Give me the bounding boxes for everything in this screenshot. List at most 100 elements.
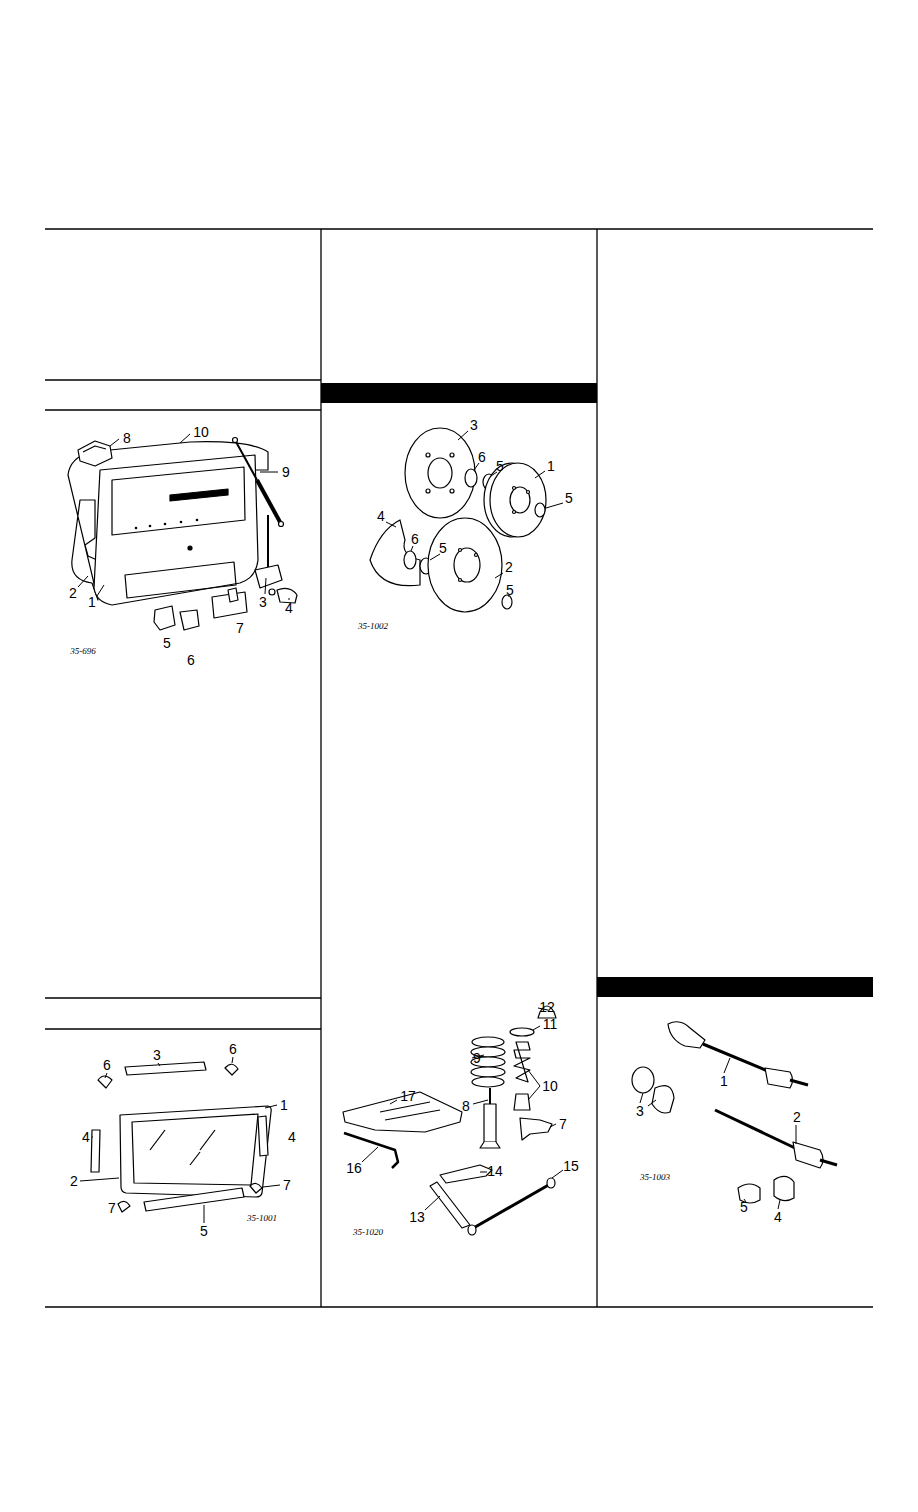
callout-number: 3	[470, 418, 478, 432]
window-drawing	[91, 1062, 271, 1212]
suspension-drawing	[514, 1094, 530, 1110]
callout-number: 4	[285, 601, 293, 615]
callout-number: 1	[280, 1098, 288, 1112]
brake-drawing	[370, 520, 420, 586]
callout-number: 6	[187, 653, 195, 667]
leader-line	[528, 1070, 540, 1086]
suspension-drawing	[472, 1077, 504, 1087]
suspension-drawing	[380, 1102, 430, 1112]
brake-drawing	[450, 489, 454, 493]
tailgate-drawing	[78, 441, 112, 466]
window-drawing	[118, 1201, 130, 1212]
leader-line	[533, 1026, 540, 1030]
driveshaft-drawing	[793, 1142, 823, 1168]
callout-number: 1	[720, 1074, 728, 1088]
suspension-drawing	[468, 1225, 476, 1235]
suspension-drawing	[471, 1067, 505, 1077]
callout-number: 5	[506, 583, 514, 597]
brake-drawing	[513, 487, 516, 490]
leader-line	[796, 1125, 797, 1144]
suspension-drawing	[440, 1165, 492, 1183]
tailgate-drawing	[180, 610, 199, 630]
driveshaft-drawing	[668, 1022, 705, 1048]
leader-line	[528, 1086, 540, 1100]
callout-number: 4	[288, 1130, 296, 1144]
leader-line	[474, 463, 479, 470]
tailgate-drawing	[267, 515, 269, 570]
suspension-drawing	[514, 1042, 530, 1082]
callout-number: 3	[259, 595, 267, 609]
callout-number: 2	[793, 1110, 801, 1124]
leader-line	[97, 585, 104, 596]
leader-line	[105, 1073, 107, 1078]
leader-line	[78, 434, 289, 600]
callout-number: 10	[193, 425, 209, 439]
window-drawing	[144, 1188, 244, 1211]
page-rules	[45, 997, 321, 998]
brake-drawing	[465, 469, 477, 487]
window-drawing	[250, 1183, 262, 1193]
leader-line	[552, 1170, 563, 1178]
leader-line	[158, 1063, 160, 1066]
page-rules	[45, 1028, 321, 1029]
leader-line	[80, 1178, 119, 1181]
figure-code: 35-1001	[247, 1214, 277, 1223]
callout-number: 5	[200, 1224, 208, 1238]
driveshaft-drawing	[765, 1068, 793, 1088]
suspension-drawing	[510, 1028, 534, 1036]
header-bar	[597, 977, 873, 997]
callout-number: 16	[346, 1161, 362, 1175]
tailgate-drawing	[279, 522, 284, 527]
figure-code: 35-1020	[353, 1228, 383, 1237]
suspension-drawing	[480, 1142, 500, 1148]
callout-number: 3	[636, 1104, 644, 1118]
callout-number: 7	[559, 1117, 567, 1131]
callout-number: 2	[505, 560, 513, 574]
brake-drawing	[426, 453, 430, 457]
leader-line	[78, 576, 88, 587]
brake-drawing	[428, 518, 502, 612]
callout-number: 8	[462, 1099, 470, 1113]
tailgate-drawing	[94, 455, 258, 605]
leader-line	[390, 1100, 397, 1104]
callout-number: 1	[88, 595, 96, 609]
driveshaft-drawing	[703, 1044, 770, 1072]
driveshaft-drawing	[774, 1176, 794, 1200]
driveshaft-drawing	[790, 1080, 808, 1085]
leader-line	[495, 573, 503, 578]
leader-line	[386, 431, 563, 596]
callout-number: 17	[400, 1089, 416, 1103]
driveshaft-drawing	[632, 1067, 654, 1093]
suspension-drawing	[489, 1088, 491, 1104]
callout-number: 2	[69, 586, 77, 600]
callout-number: 5	[565, 491, 573, 505]
window-drawing	[125, 1062, 206, 1075]
callout-number: 10	[542, 1079, 558, 1093]
tailgate-drawing	[154, 606, 175, 630]
leader-line	[386, 522, 396, 527]
tailgate-drawing	[125, 562, 236, 598]
brake-drawing	[510, 487, 530, 513]
callout-number: 6	[103, 1058, 111, 1072]
tailgate-drawing	[255, 565, 282, 588]
leader-line	[640, 1058, 796, 1209]
leader-line	[648, 1100, 656, 1106]
callout-number: 4	[774, 1210, 782, 1224]
suspension-drawing	[470, 1183, 552, 1230]
suspension-drawing	[343, 1006, 556, 1235]
callout-number: 13	[409, 1210, 425, 1224]
leader-line	[535, 471, 545, 478]
callout-number: 8	[123, 431, 131, 445]
callout-number: 9	[473, 1051, 481, 1065]
tailgate-drawing	[83, 446, 106, 452]
driveshaft-drawing	[820, 1160, 837, 1165]
callout-number: 6	[229, 1042, 237, 1056]
leader-line	[263, 1185, 280, 1187]
callout-number: 7	[108, 1201, 116, 1215]
brake-drawing	[404, 551, 416, 569]
leader-line	[80, 1057, 280, 1223]
leader-line	[265, 1105, 277, 1108]
leader-line	[260, 472, 278, 473]
brake-drawing	[450, 453, 454, 457]
